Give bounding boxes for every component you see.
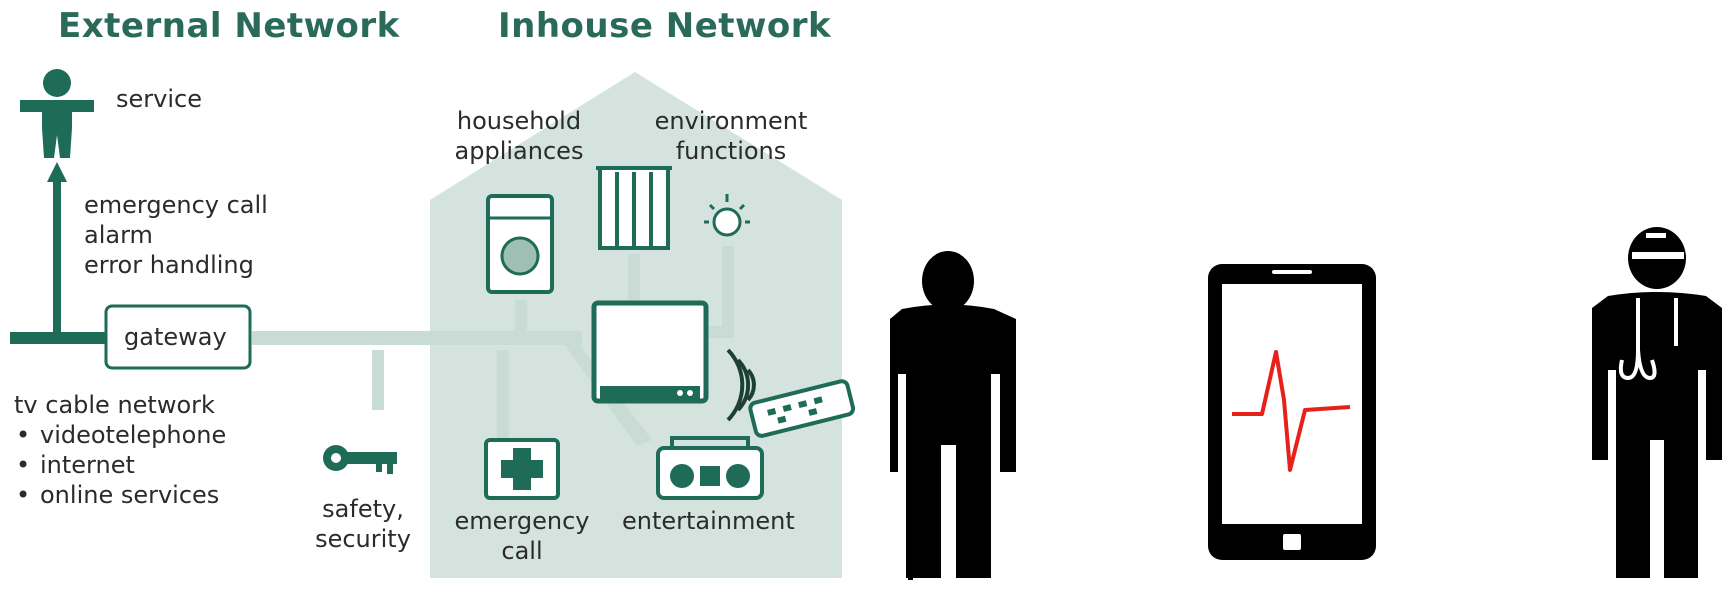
environment-functions-label: environment functions [654, 107, 808, 165]
elderly-person-cane-icon [890, 251, 1016, 580]
emergency-call-link-label: emergency call [84, 191, 268, 219]
wireless-signal-icon [726, 348, 756, 422]
first-aid-icon [484, 438, 560, 500]
safety-security-label: safety, security [315, 495, 411, 553]
cable-bullet: • [16, 421, 31, 449]
error-handling-link-label: error handling [84, 251, 254, 279]
service-link-arrow [10, 162, 110, 344]
entertainment-label: entertainment [622, 507, 795, 535]
light-bulb-icon [704, 194, 750, 237]
alarm-link-label: alarm [84, 221, 153, 249]
service-person-icon [20, 69, 94, 158]
inhouse-network-header: Inhouse Network [498, 6, 832, 46]
curtains-window-icon [596, 166, 672, 250]
emergency-call-label: emergency call [454, 507, 590, 565]
remote-control-icon [748, 379, 856, 438]
household-appliances-label: household appliances [454, 107, 584, 165]
tv-cable-network-title: tv cable network [14, 391, 215, 419]
smartphone-ecg-icon [1208, 264, 1376, 560]
washing-machine-icon [486, 194, 554, 294]
key-icon [323, 445, 397, 474]
gateway-label: gateway [124, 323, 227, 351]
cable-item-internet: internet [40, 451, 135, 479]
radio-boombox-icon [656, 436, 764, 500]
cable-item-videotelephone: videotelephone [40, 421, 227, 449]
tv-monitor-icon [591, 300, 709, 404]
cable-item-online-services: online services [40, 481, 220, 509]
cable-bullet: • [16, 451, 31, 479]
cable-bullet: • [16, 481, 31, 509]
gateway-box [104, 304, 252, 370]
service-label: service [116, 85, 202, 113]
doctor-icon [1592, 227, 1722, 578]
external-network-header: External Network [58, 6, 400, 46]
